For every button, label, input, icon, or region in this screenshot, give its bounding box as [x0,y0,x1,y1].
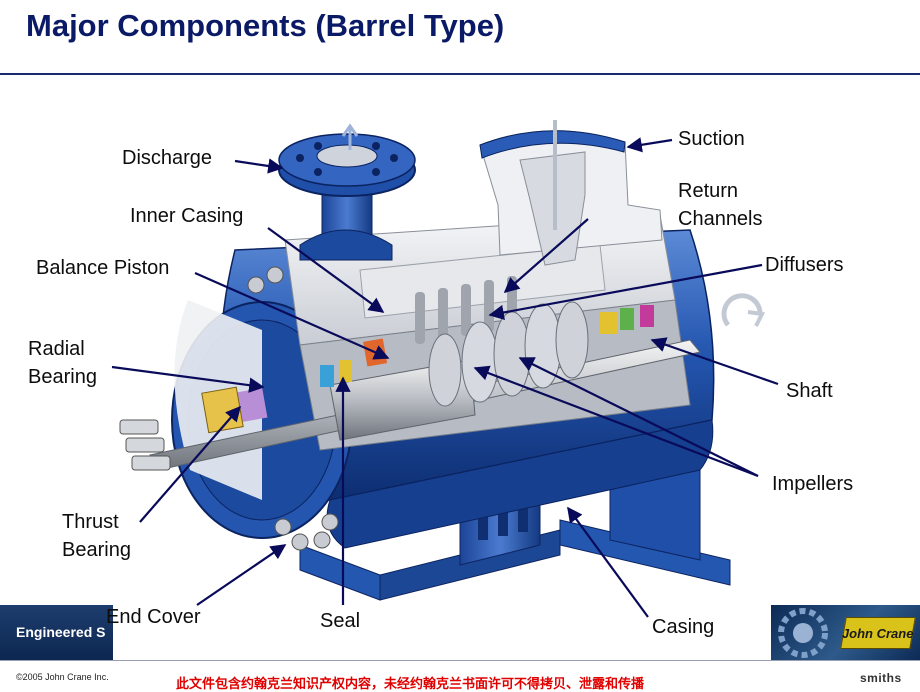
label-seal: Seal [320,610,361,632]
label-casing: Casing [652,616,715,638]
footer-band-text: Engineered S [16,624,106,640]
label-radial-bearing-line1: Radial [28,338,85,360]
label-impellers: Impellers [772,473,854,495]
smiths-brand: smiths [860,671,902,685]
label-suction: Suction [678,128,745,150]
label-return-channels-line2: Channels [678,208,763,230]
end-cover-bolts [119,266,339,551]
discharge-nozzle [278,123,416,261]
label-balance-piston: Balance Piston [36,257,170,279]
rotor-assembly [149,301,701,471]
leader-lines [111,137,779,618]
title-rule [0,73,920,75]
footer-divider [0,660,920,661]
label-shaft: Shaft [786,380,833,402]
label-return-channels-line1: Return [678,180,739,202]
label-discharge: Discharge [122,147,213,169]
label-radial-bearing-line2: Bearing [28,366,97,388]
gear-icon [778,608,828,658]
label-inner-casing: Inner Casing [130,205,244,227]
rotation-arrow-icon [721,293,766,327]
footer-band-right: John Crane [771,605,920,660]
footer-band-left: Engineered S [0,605,113,660]
label-end-cover: End Cover [106,606,201,628]
label-thrust-bearing-line1: Thrust [62,511,119,533]
john-crane-logo: John Crane [840,617,916,649]
label-thrust-bearing-line2: Bearing [62,539,131,561]
page-title: Major Components (Barrel Type) [26,8,505,43]
confidentiality-notice: 此文件包含约翰克兰知识产权内容，未经约翰克兰书面许可不得拷贝、泄露和传播 [176,677,645,692]
label-diffusers: Diffusers [765,254,844,276]
copyright-text: ©2005 John Crane Inc. [16,672,109,682]
